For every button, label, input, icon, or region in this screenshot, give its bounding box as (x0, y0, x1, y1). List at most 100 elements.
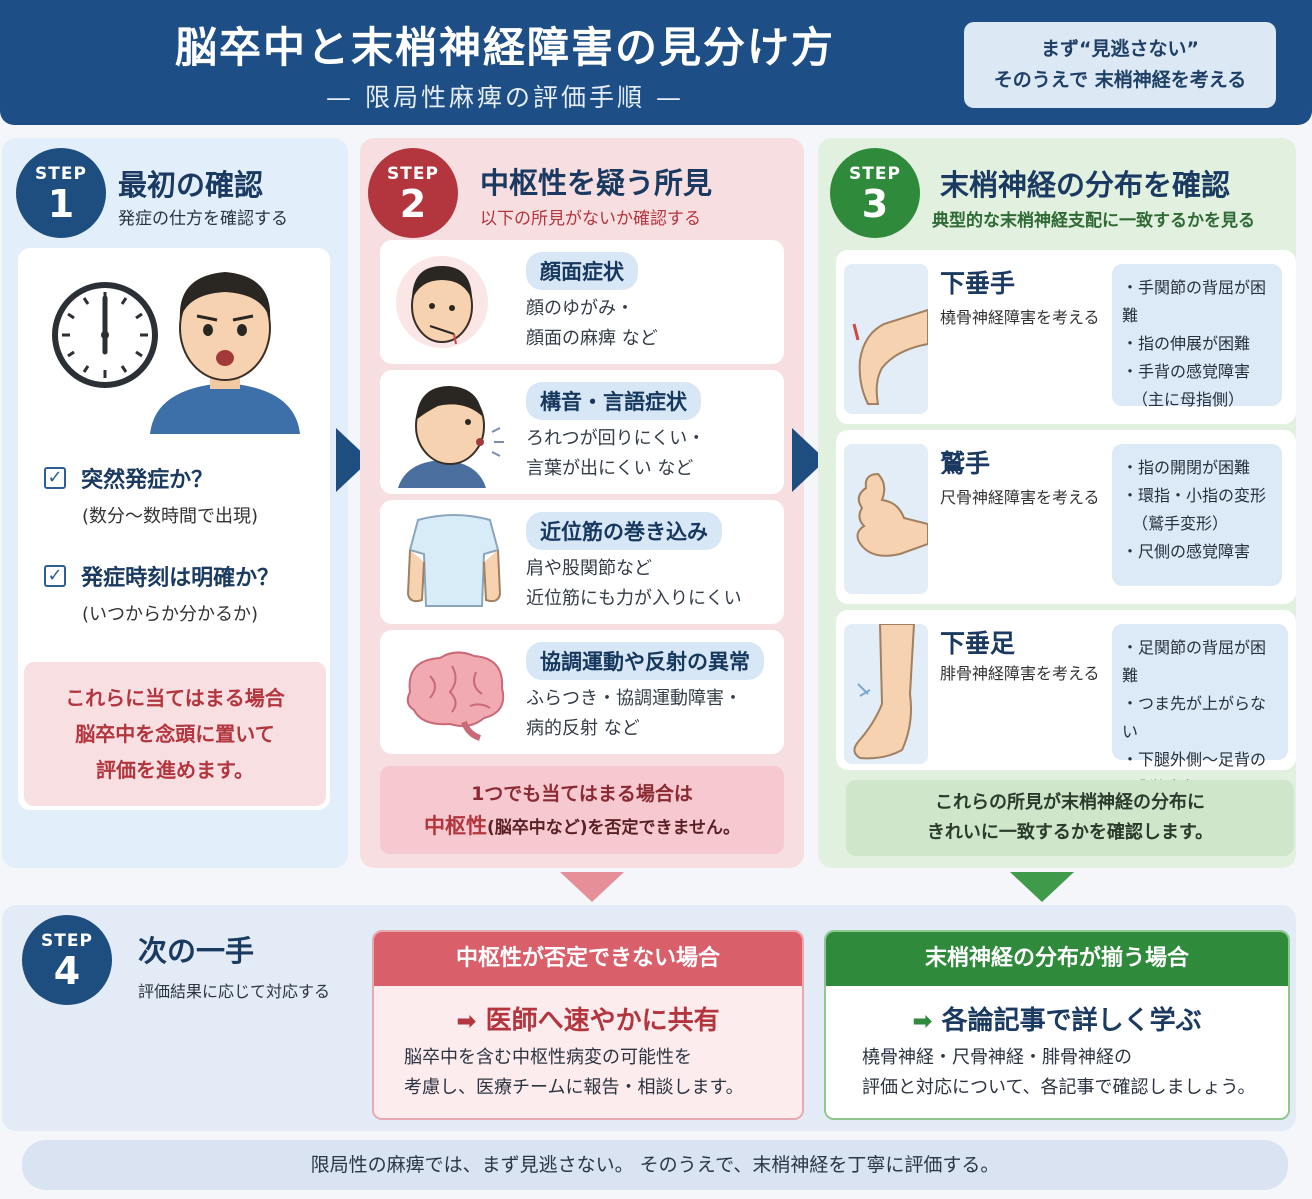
checkbox-icon: ✓ (44, 467, 66, 489)
face-droop-icon (396, 256, 488, 348)
speech-line2: 言葉が出にくい など (526, 458, 694, 479)
bullet: （鷲手変形） (1132, 514, 1229, 533)
wristdrop-name: 下垂手 (940, 269, 1016, 298)
wristdrop-bullets: ・手関節の背屈が困難 ・指の伸展が困難 ・手背の感覚障害 （主に母指側） (1112, 264, 1282, 409)
wristdrop-nerve: 橈骨神経障害を考える (940, 308, 1100, 327)
clawhand-name: 鷲手 (940, 449, 991, 478)
step4-subtitle: 評価結果に応じて対応する (138, 982, 331, 1001)
step3-item-footdrop: 下垂足 腓骨神経障害を考える ・足関節の背屈が困難 ・つま先が上がらない ・下腿… (836, 610, 1296, 797)
step4-right-line1: 橈骨神経・尺骨神経・腓骨神経の (862, 1047, 1132, 1068)
tag-proximal: 近位筋の巻き込み (526, 512, 722, 550)
step4-right-action: 各論記事で詳しく学ぶ (941, 1006, 1202, 1036)
step2-item-face: 顔面症状 顔のゆがみ・ 顔面の麻痺 など (380, 240, 784, 364)
step3-badge-label: STEP (849, 164, 901, 184)
clawhand-bullets: ・指の開閉が困難 ・環指・小指の変形 （鷲手変形） ・尺側の感覚障害 (1112, 444, 1282, 586)
step1-note-line1: これらに当てはまる場合 (65, 686, 285, 710)
step1-check-1: ✓ 突然発症か？ (数分～数時間で出現) (44, 462, 324, 528)
arrow-down-icon (1010, 872, 1074, 902)
tag-face: 顔面症状 (526, 252, 638, 290)
check-1-main: 突然発症か？ (81, 468, 214, 493)
step2-badge-number: 2 (399, 182, 427, 226)
tag-speech: 構音・言語症状 (526, 382, 701, 420)
step1-badge-number: 1 (47, 182, 75, 226)
step4-left-line2: 考慮し、医療チームに報告・相談します。 (404, 1077, 744, 1098)
footer-summary: 限局性の麻痺では、まず見逃さない。 そのうえで、末梢神経を丁寧に評価する。 (22, 1140, 1288, 1190)
checkbox-icon: ✓ (44, 565, 66, 587)
step2-item-speech: 構音・言語症状 ろれつが回りにくい・ 言葉が出にくい など (380, 370, 784, 494)
step4-badge: STEP 4 (22, 915, 112, 1005)
bullet: ・指の開閉が困難 (1122, 458, 1251, 477)
step2-item-coordination: 協調運動や反射の異常 ふらつき・協調運動障害・ 病的反射 など (380, 630, 784, 754)
bullet: ・指の伸展が困難 (1122, 334, 1251, 353)
step3-item-clawhand: 鷲手 尺骨神経障害を考える ・指の開閉が困難 ・環指・小指の変形 （鷲手変形） … (836, 430, 1296, 604)
bullet: ・環指・小指の変形 (1122, 486, 1267, 505)
face-line1: 顔のゆがみ・ (526, 298, 634, 319)
step4-right-card: 末梢神経の分布が揃う場合 ➡ 各論記事で詳しく学ぶ 橈骨神経・尺骨神経・腓骨神経… (824, 930, 1290, 1120)
proximal-line1: 肩や股関節など (526, 558, 652, 579)
page-title: 脳卒中と末梢神経障害の見分け方 (174, 23, 835, 72)
clock-icon (52, 282, 158, 388)
step3-note-line1: これらの所見が末梢神経の分布に (935, 792, 1205, 813)
step2-item-proximal: 近位筋の巻き込み 肩や股関節など 近位筋にも力が入りにくい (380, 500, 784, 624)
footdrop-name: 下垂足 (940, 629, 1016, 658)
header-note: まず“見逃さない” そのうえで 末梢神経を考える (964, 22, 1276, 108)
face-line2: 顔面の麻痺 など (526, 328, 658, 349)
check-1-sub: (数分～数時間で出現) (82, 506, 259, 527)
step1-badge: STEP 1 (16, 148, 106, 238)
arrow-right-bold-icon: ➡ (912, 1007, 933, 1035)
header-note-line1: まず“見逃さない” (1041, 38, 1199, 60)
step2-badge: STEP 2 (368, 148, 458, 238)
step1-title: 最初の確認 (118, 168, 264, 202)
footdrop-bullets: ・足関節の背屈が困難 ・つま先が上がらない ・下腿外側～足背の 感覚障害 (1112, 624, 1288, 797)
step3-badge-number: 3 (861, 182, 889, 226)
tag-coordination: 協調運動や反射の異常 (526, 642, 764, 680)
step4-left-action: 医師へ速やかに共有 (485, 1006, 720, 1036)
page-subtitle: — 限局性麻痺の評価手順 — (326, 83, 684, 112)
step1-subtitle: 発症の仕方を確認する (118, 209, 288, 229)
step4-left-line1: 脳卒中を含む中枢性病変の可能性を (404, 1047, 692, 1068)
step3-item-wristdrop: 下垂手 橈骨神経障害を考える ・手関節の背屈が困難 ・指の伸展が困難 ・手背の感… (836, 250, 1296, 424)
step4-badge-number: 4 (53, 949, 81, 993)
bullet: （主に母指側） (1132, 390, 1245, 409)
step4-left-card: 中枢性が否定できない場合 ➡ 医師へ速やかに共有 脳卒中を含む中枢性病変の可能性… (372, 930, 804, 1120)
step2-note-rest: (脳卒中など)を否定できません。 (486, 818, 741, 838)
step3-note-line2: きれいに一致するかを確認します。 (926, 822, 1214, 843)
step1-note-line3: 評価を進めます。 (96, 758, 254, 782)
step2-note-em: 中枢性 (423, 814, 487, 838)
step2-note-line1: 1つでも当てはまる場合は (471, 783, 693, 805)
speech-line1: ろれつが回りにくい・ (526, 428, 706, 449)
step4-right-line2: 評価と対応について、各記事で確認しましょう。 (862, 1077, 1256, 1098)
step3-title: 末梢神経の分布を確認 (940, 168, 1231, 202)
step1-note: これらに当てはまる場合 脳卒中を念頭に置いて 評価を進めます。 (24, 662, 326, 806)
step2-title: 中枢性を疑う所見 (480, 166, 713, 200)
check-2-main: 発症時刻は明確か？ (81, 566, 280, 591)
step1-note-line2: 脳卒中を念頭に置いて (75, 722, 275, 746)
footdrop-nerve: 腓骨神経障害を考える (940, 664, 1100, 683)
foot-drop-icon (844, 624, 928, 764)
bullet: ・尺側の感覚障害 (1122, 542, 1251, 561)
step2-badge-label: STEP (387, 164, 439, 184)
step4-right-header: 末梢神経の分布が揃う場合 (826, 932, 1288, 986)
step2-note: 1つでも当てはまる場合は 中枢性(脳卒中など)を否定できません。 (380, 766, 784, 854)
bullet: ・つま先が上がらない (1122, 694, 1267, 741)
step2-subtitle: 以下の所見がないか確認する (480, 209, 701, 229)
bullet: ・足関節の背屈が困難 (1122, 638, 1267, 685)
proximal-line2: 近位筋にも力が入りにくい (526, 588, 742, 609)
step1-check-2: ✓ 発症時刻は明確か？ (いつからか分かるか) (44, 560, 334, 626)
step1-badge-label: STEP (35, 164, 87, 184)
worried-man-icon (150, 272, 300, 434)
step4-left-header: 中枢性が否定できない場合 (374, 932, 802, 986)
clawhand-nerve: 尺骨神経障害を考える (940, 488, 1100, 507)
step3-badge: STEP 3 (830, 148, 920, 238)
brain-icon (406, 651, 505, 741)
wrist-drop-icon (844, 264, 928, 414)
speaking-person-icon (398, 386, 504, 488)
coordination-line2: 病的反射 など (526, 718, 640, 739)
step4-title: 次の一手 (138, 934, 255, 968)
arrow-down-icon (560, 872, 624, 902)
arrow-right-bold-icon: ➡ (456, 1007, 477, 1035)
step4-badge-label: STEP (41, 931, 93, 951)
bullet: ・下腿外側～足背の (1122, 750, 1267, 769)
claw-hand-icon (844, 444, 928, 594)
bullet: ・手背の感覚障害 (1122, 362, 1251, 381)
